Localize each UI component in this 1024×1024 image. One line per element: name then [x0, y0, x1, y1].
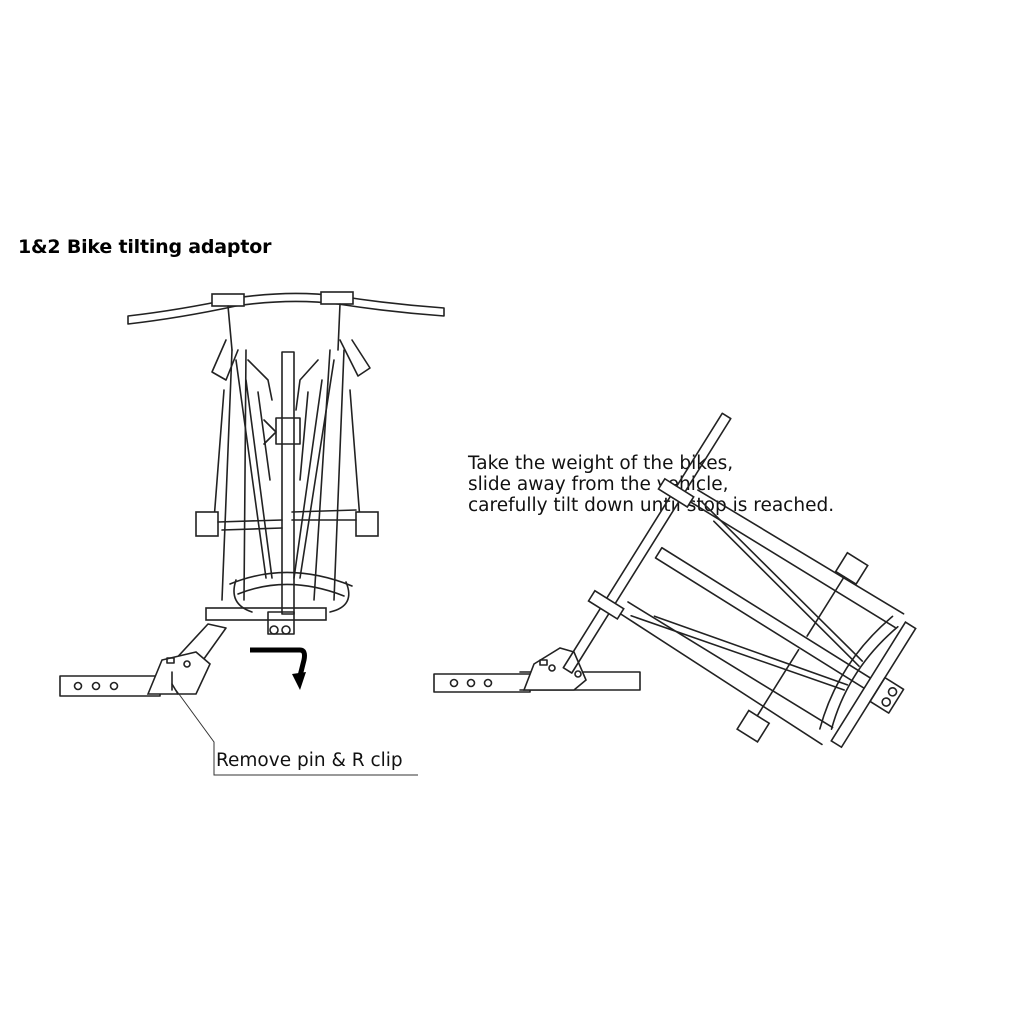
callout-leader [175, 689, 418, 776]
diagram-title: 1&2 Bike tilting adaptor [18, 236, 272, 258]
left-bike-frame [195, 305, 283, 601]
tilt-direction-arrow [250, 647, 307, 690]
tilt-instructions: Take the weight of the bikes, slide away… [468, 453, 834, 516]
hitch-bar [59, 623, 227, 697]
tilting-adaptor-bracket [522, 647, 587, 691]
tilting-adaptor-bracket [146, 651, 211, 695]
carrier-base [205, 571, 353, 635]
tilted-carrier-assembly [562, 412, 917, 749]
bike-handlebar [127, 291, 445, 325]
instruction-line: Take the weight of the bikes, [468, 453, 734, 474]
pin-callout-label: Remove pin & R clip [216, 750, 403, 771]
carrier-mast [263, 351, 301, 615]
instruction-line: carefully tilt down until stop is reache… [468, 495, 835, 516]
right-bike-frame [291, 303, 379, 601]
